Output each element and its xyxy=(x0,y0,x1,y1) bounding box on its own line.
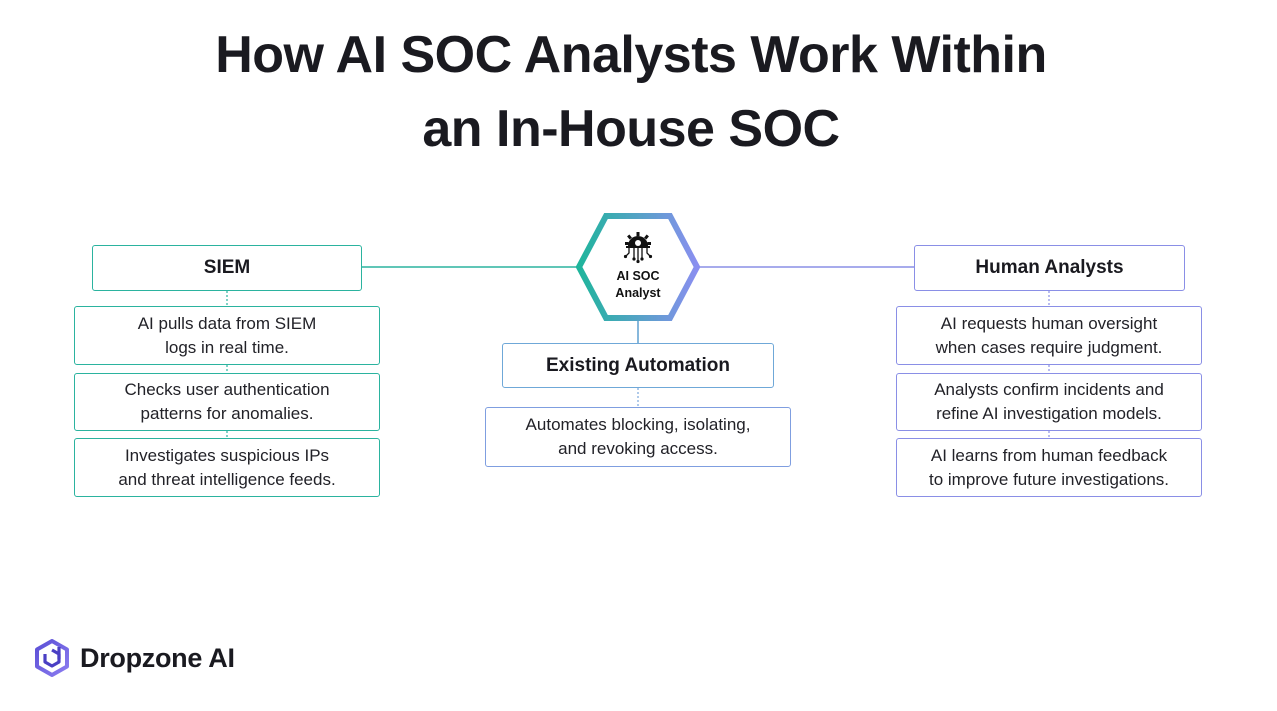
hex-label-line-2: Analyst xyxy=(615,286,661,300)
siem-item-3-line-2: and threat intelligence feeds. xyxy=(118,469,336,489)
brand-name: Dropzone AI xyxy=(80,642,235,673)
ai-soc-analyst-label: AI SOC Analyst xyxy=(574,268,702,302)
ai-soc-analyst-node: AI SOC Analyst xyxy=(574,211,702,323)
automation-header: Existing Automation xyxy=(502,343,774,388)
brand-logo: Dropzone AI xyxy=(34,638,235,678)
ai-chip-gear-icon xyxy=(623,232,653,264)
siem-header: SIEM xyxy=(92,245,362,291)
automation-item-1-line-1: Automates blocking, isolating, xyxy=(525,415,751,434)
human-item-2: Analysts confirm incidents and refine AI… xyxy=(896,373,1202,431)
human-item-2-line-2: refine AI investigation models. xyxy=(936,404,1162,423)
siem-item-3: Investigates suspicious IPs and threat i… xyxy=(74,438,380,497)
dropzone-logo-icon xyxy=(35,639,69,677)
siem-item-3-line-1: Investigates suspicious IPs xyxy=(124,445,330,465)
hex-label-line-1: AI SOC xyxy=(616,269,660,283)
automation-header-label: Existing Automation xyxy=(545,354,731,376)
siem-item-2-line-2: patterns for anomalies. xyxy=(140,404,314,423)
title-line-1: How AI SOC Analysts Work Within xyxy=(215,26,1047,84)
siem-item-2: Checks user authentication patterns for … xyxy=(74,373,380,431)
automation-item-1-line-2: and revoking access. xyxy=(558,439,718,458)
page-title: How AI SOC Analysts Work Within an In-Ho… xyxy=(0,18,1262,166)
human-analysts-header: Human Analysts xyxy=(914,245,1185,291)
siem-item-1-line-2: logs in real time. xyxy=(165,337,289,357)
human-item-1-line-2: when cases require judgment. xyxy=(935,337,1163,357)
siem-item-2-line-1: Checks user authentication xyxy=(124,380,330,399)
siem-header-label: SIEM xyxy=(203,257,251,278)
human-item-1-line-1: AI requests human oversight xyxy=(940,313,1158,333)
human-item-2-line-1: Analysts confirm incidents and xyxy=(934,380,1164,399)
siem-item-1: AI pulls data from SIEM logs in real tim… xyxy=(74,306,380,365)
human-analysts-header-label: Human Analysts xyxy=(975,257,1124,278)
automation-item-1: Automates blocking, isolating, and revok… xyxy=(485,407,791,467)
human-item-1: AI requests human oversight when cases r… xyxy=(896,306,1202,365)
human-item-3: AI learns from human feedback to improve… xyxy=(896,438,1202,497)
human-item-3-line-2: to improve future investigations. xyxy=(928,469,1169,489)
human-item-3-line-1: AI learns from human feedback xyxy=(930,445,1168,465)
siem-item-1-line-1: AI pulls data from SIEM xyxy=(137,313,317,333)
title-line-2: an In-House SOC xyxy=(422,100,840,158)
hexagon-shape xyxy=(575,213,701,321)
